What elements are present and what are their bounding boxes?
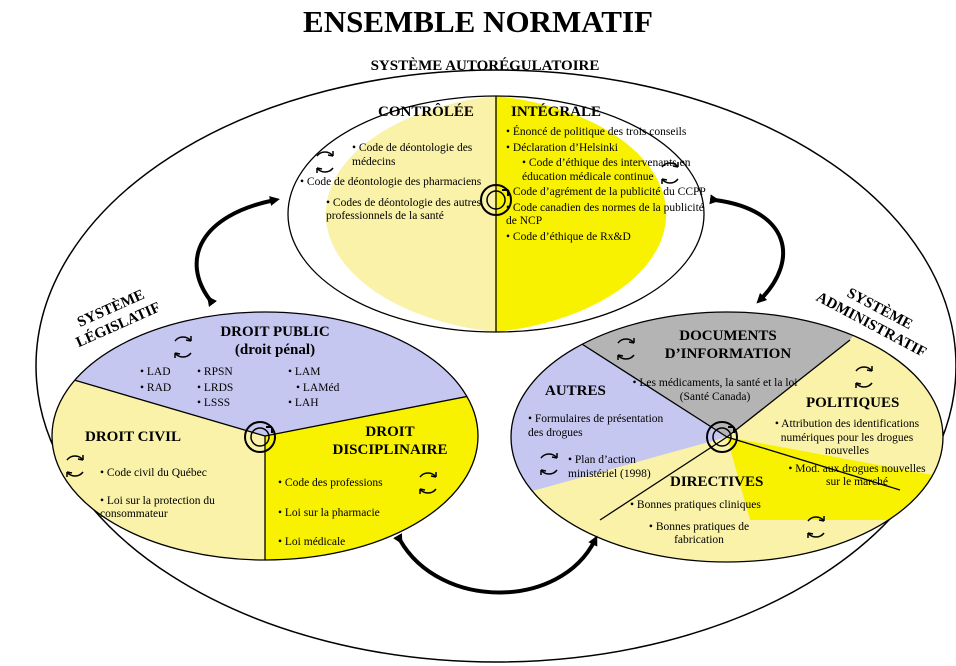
list-item: • LAM [288,366,321,378]
droit-public-col3: • LAM • LAMéd • LAH [288,366,358,413]
diagram-title: ENSEMBLE NORMATIF [303,4,653,39]
list-item: • Code canadien des normes de la publici… [506,201,704,228]
left-ellipse [51,311,479,561]
droit-public-col2: • RPSN • LRDS • LSSS [197,366,267,413]
controlee-heading: CONTRÔLÉE [378,104,474,120]
list-item: • Code de déontologie des pharmaciens [300,176,482,189]
politiques-list: • Attribution des identifications numéri… [762,418,932,497]
directives-list: • Bonnes pratiques cliniques • Bonnes pr… [630,499,810,555]
documents-heading: DOCUMENTS D’INFORMATION [664,328,792,362]
droit-civil-list: • Code civil du Québec • Loi sur la prot… [100,467,260,529]
list-item: • Attribution des identifications numéri… [774,418,920,458]
list-item: • Code d’éthique des intervenants en édu… [522,157,691,183]
droit-disciplinaire-list: • Code des professions • Loi sur la phar… [278,477,418,557]
list-item: • LAD [140,366,171,378]
integrale-sector [496,96,667,332]
droit-disciplinaire-heading: DROIT DISCIPLINAIRE [332,424,448,458]
list-item: • Code d’éthique de Rx&D [506,230,631,243]
system-autoregulatoire-label: SYSTÈME AUTORÉGULATOIRE [370,58,600,74]
directives-heading: DIRECTIVES [670,474,764,490]
politiques-sector [727,330,943,520]
controlee-sector [325,96,496,332]
autres-heading: AUTRES [545,383,606,399]
list-item: • RPSN [197,366,233,378]
droit-public-col1: • LAD • RAD [140,366,200,397]
list-item: • Code des professions [278,477,383,489]
autres-list: • Formulaires de présentation des drogue… [528,413,678,488]
list-item: • Code de déontologie des médecins [352,142,473,168]
list-item: • Mod. aux drogues nouvelles sur le marc… [788,462,926,489]
list-item: • LAMéd [296,381,340,394]
integrale-list: • Énoncé de politique des trois conseils… [506,126,706,247]
arrow-left-top [194,196,280,307]
integrale-heading: INTÉGRALE [511,104,602,120]
list-item: • Énoncé de politique des trois conseils [506,126,687,138]
list-item: • Loi médicale [278,536,346,549]
list-item: • Formulaires de présentation des drogue… [528,413,664,439]
list-item: • LAH [288,397,319,410]
controlee-list: • Code de déontologie des médecins • Cod… [300,142,490,231]
list-item: • Code d’agrément de la publicité du CCP… [506,186,706,199]
list-item: • Bonnes pratiques cliniques [630,499,761,511]
droit-civil-heading: DROIT CIVIL [85,429,181,445]
list-item: • Codes de déontologie des autres profes… [326,196,482,223]
politiques-heading: POLITIQUES [806,395,900,411]
list-item: • LSSS [197,397,231,410]
center-cycle-icon [244,421,276,453]
list-item: • Plan d’action ministériel (1998) [568,454,651,480]
center-cycle-icon [706,421,738,453]
list-item: • Les médicaments, la santé et la loi (S… [632,377,798,403]
center-cycle-icon [480,184,512,216]
list-item: • RAD [140,381,172,394]
list-item: • Loi sur la pharmacie [278,506,380,519]
documents-list: • Les médicaments, la santé et la loi (S… [625,377,805,411]
top-ellipse [287,95,705,333]
arrow-right-top [709,194,786,304]
list-item: • LRDS [197,381,234,394]
arrow-bottom [393,533,598,595]
list-item: • Déclaration d’Helsinki [506,141,618,154]
list-item: • Bonnes pratiques de fabrication [648,520,750,547]
list-item: • Loi sur la protection du consommateur [100,494,215,521]
list-item: • Code civil du Québec [100,467,207,479]
droit-public-heading: DROIT PUBLIC (droit pénal) [220,324,330,358]
